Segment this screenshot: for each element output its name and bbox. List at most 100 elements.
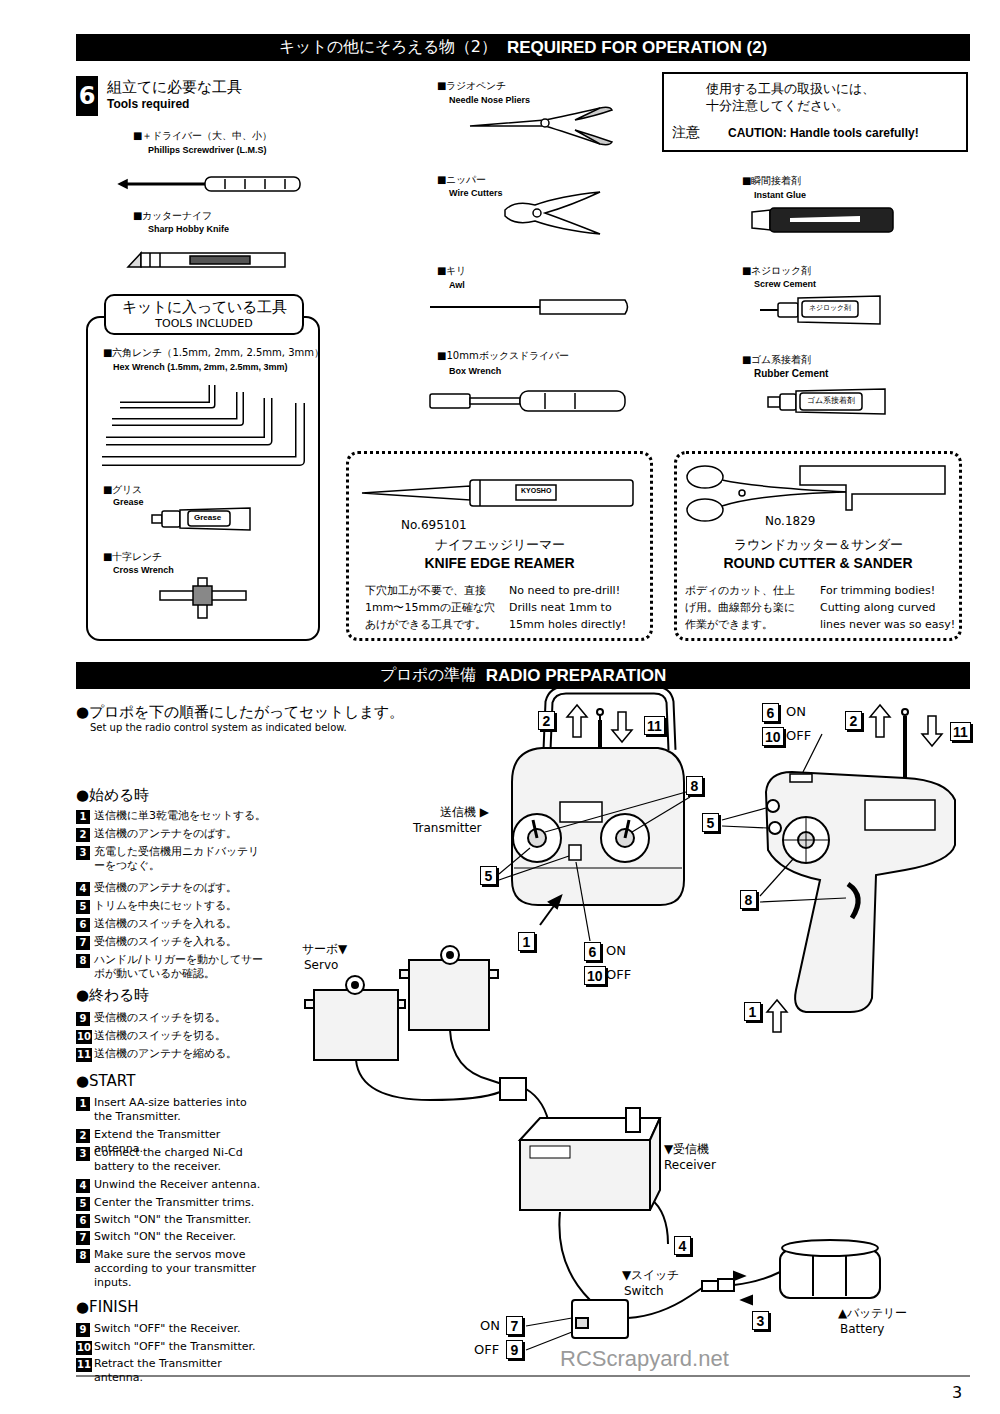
label: ●始める時 [76, 786, 149, 804]
wiring [734, 1272, 780, 1285]
needle-nose-pliers [541, 119, 549, 127]
stick-transmitter [512, 690, 684, 925]
screw-cement-tube [760, 296, 880, 324]
needle-nose-pliers [470, 107, 612, 144]
grease-tube [162, 511, 180, 527]
label: Set up the radio control system as indic… [90, 722, 347, 734]
round-cutter-scissors [739, 490, 745, 496]
step-number: 10 [76, 1341, 92, 1355]
label: 送信機 ▶ [440, 805, 489, 819]
pistol-transmitter [766, 772, 955, 1012]
stick-transmitter [512, 748, 684, 905]
step-text: ハンドル/トリガーを動かしてサーボが動いているか確認。 [94, 953, 266, 981]
wiring [559, 1212, 590, 1300]
hex-wrench-set [102, 403, 300, 461]
product-box: No.1829ラウンドカッター＆サンダーROUND CUTTER & SANDE… [674, 451, 962, 641]
step-text: 充電した受信機用ニカドバッテリーをつなぐ。 [94, 845, 266, 873]
grease-tube [188, 511, 230, 526]
section-band: プロポの準備RADIO PREPARATION [76, 662, 970, 689]
receiver [520, 1108, 660, 1210]
round-cutter-scissors [687, 466, 723, 488]
hex-wrench-set [102, 403, 300, 461]
step-text: 送信機のアンテナをのばす。 [94, 827, 266, 841]
battery-pack [780, 1250, 880, 1298]
receiver [626, 1108, 640, 1132]
box-text: 注意 [672, 124, 700, 142]
step-number: 3 [76, 1147, 90, 1161]
label: 組立てに必要な工具 [107, 78, 242, 96]
knife-edge-reamer [479, 480, 481, 506]
servos [447, 952, 453, 958]
product-label: KYOSHO [520, 487, 552, 495]
label: OFF [786, 728, 811, 744]
step-text: Connect the charged Ni-Cd battery to the… [94, 1146, 266, 1174]
rubber-cement-tube [768, 397, 780, 407]
step-text: 送信機に単3乾電池をセットする。 [94, 809, 266, 823]
stick-transmitter [597, 709, 603, 715]
label: ■＋ドライバー（大、中、小） [133, 130, 272, 142]
wiring [718, 1279, 734, 1291]
screw-cement-tube [778, 303, 798, 317]
awl [430, 300, 628, 314]
stick-transmitter [514, 868, 682, 869]
step-text: トリムを中央にセットする。 [94, 899, 266, 913]
rubber-cement-tube [768, 389, 885, 414]
step-text: Insert AA-size batteries into the Transm… [94, 1096, 266, 1124]
step-number: 11 [76, 1358, 92, 1372]
screwdriver [244, 179, 246, 189]
servos [441, 946, 459, 964]
hex-wrench-set [112, 392, 240, 422]
box-text: No need to pre-drill! Drills neat 1mm to… [509, 582, 649, 633]
battery-pack [782, 1240, 878, 1256]
stick-transmitter [533, 820, 537, 838]
label: ■ゴム系接着剤 [742, 354, 811, 366]
knife-edge-reamer [362, 480, 633, 506]
pistol-transmitter [767, 800, 779, 812]
label: Receiver [664, 1158, 716, 1172]
stick-transmitter [625, 820, 629, 838]
pistol-transmitter [767, 1000, 787, 1032]
label: Cross Wrench [113, 565, 174, 576]
grease-tube [152, 508, 250, 530]
rubber-cement-tube [796, 389, 885, 414]
step-text: Retract the Transmitter antenna. [94, 1357, 266, 1385]
step-number: 9 [76, 1323, 90, 1337]
step-number: 1 [76, 1097, 90, 1111]
rubber-cement-tube [780, 394, 796, 410]
screwdriver [264, 179, 266, 189]
stick-transmitter [560, 802, 602, 822]
instant-glue [752, 208, 893, 232]
band-title: プロポの準備 [380, 665, 476, 686]
pistol-transmitter [903, 716, 907, 778]
label: ●終わる時 [76, 986, 149, 1004]
screw-cement-tube [802, 301, 858, 317]
wire-cutters [505, 192, 600, 234]
box-wrench [574, 393, 576, 409]
battery-pack [812, 1252, 814, 1296]
band-title: キットの他にそろえる物（2） [279, 37, 497, 58]
wiring [356, 1030, 780, 1318]
step-text: 送信機のスイッチを入れる。 [94, 917, 266, 931]
box-text: ナイフエッジリーマー [349, 536, 650, 554]
label: Phillips Screwdriver (L.M.S) [148, 145, 267, 156]
label: ▼スイッチ [622, 1268, 679, 1282]
label: Awl [449, 280, 465, 291]
pistol-transmitter [902, 709, 908, 715]
box-text: No.695101 [401, 518, 467, 532]
instant-glue [752, 210, 770, 230]
awl [430, 306, 540, 308]
callout-number: 10 [762, 727, 784, 746]
box-text: For trimming bodies! Cutting along curve… [820, 582, 960, 633]
label: Screw Cement [754, 279, 816, 290]
label: Sharp Hobby Knife [148, 224, 229, 235]
stick-transmitter [567, 705, 587, 737]
battery-pack [734, 1272, 744, 1280]
leader-lines [722, 808, 766, 820]
box-text: 使用する工具の取扱いには、十分注意してください。 [706, 80, 886, 114]
hobby-knife [128, 253, 285, 267]
hex-wrench-set [102, 385, 300, 461]
pistol-transmitter [766, 705, 955, 1032]
knife-edge-reamer [470, 480, 633, 506]
rubber-cement-tube [800, 393, 862, 410]
step-text: Unwind the Receiver antenna. [94, 1178, 266, 1192]
